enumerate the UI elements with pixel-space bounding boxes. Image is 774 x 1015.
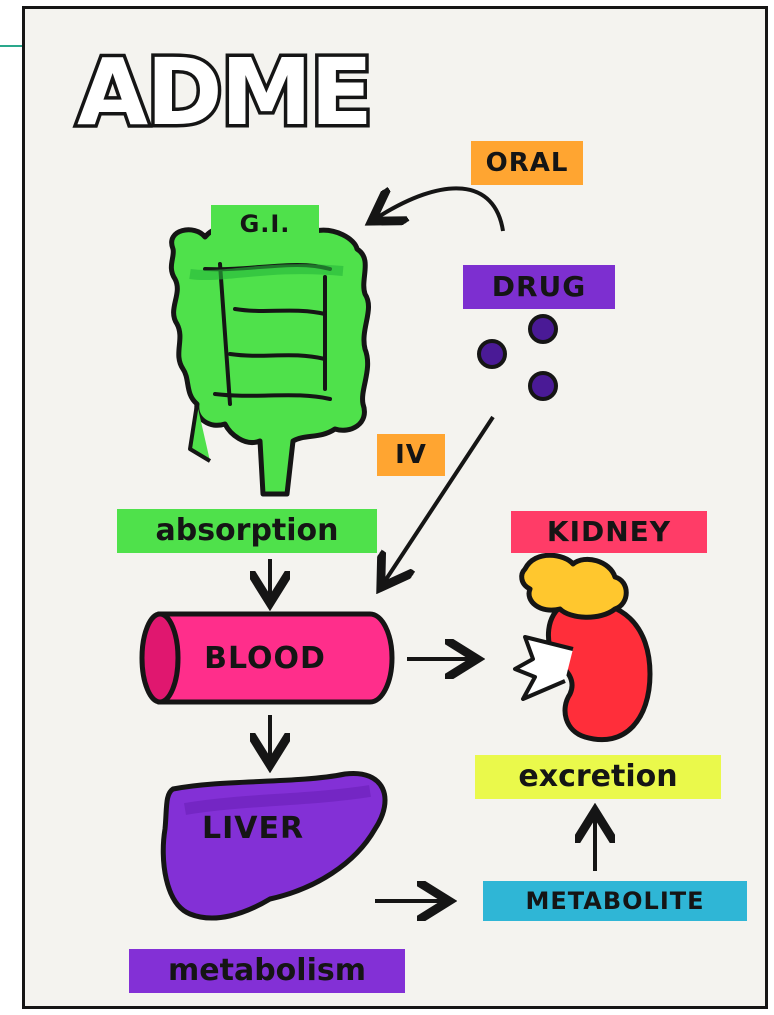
kidney-label: KIDNEY [511, 511, 707, 553]
drug-pills-icon [479, 316, 556, 399]
kidney-icon [515, 555, 650, 739]
liver-label: LIVER [183, 809, 323, 849]
blood-label: BLOOD [185, 639, 345, 679]
absorption-label: absorption [117, 509, 377, 553]
oral-to-gi-arrow [375, 188, 503, 231]
page-title: ADME [77, 47, 371, 139]
excretion-label: excretion [475, 755, 721, 799]
metabolite-label: METABOLITE [483, 881, 747, 921]
oral-label: ORAL [471, 141, 583, 185]
gi-label: G.I. [211, 205, 319, 243]
drug-label: DRUG [463, 265, 615, 309]
intestine-icon [171, 228, 368, 494]
teal-accent-line [0, 45, 24, 47]
iv-label: IV [377, 434, 445, 476]
adme-diagram-card: ADME ORAL G.I. DRUG IV absorption KIDNEY… [22, 6, 768, 1009]
metabolism-label: metabolism [129, 949, 405, 993]
